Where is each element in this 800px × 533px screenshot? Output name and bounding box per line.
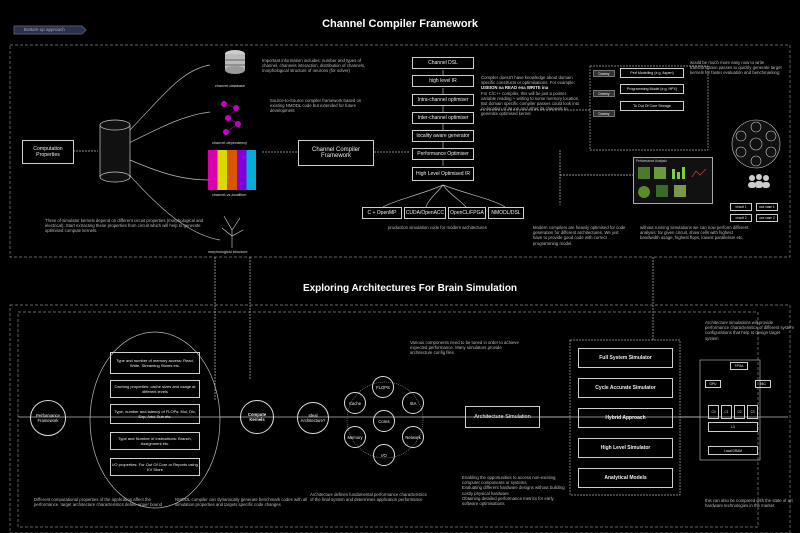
chip-fpga: FPGA bbox=[730, 362, 748, 370]
simulator-hybrid: Hybrid Approach bbox=[578, 408, 673, 428]
performance-dashboard: Performance Analysis bbox=[633, 157, 713, 204]
enabling-note-3: Obtaining detailed performance metrics f… bbox=[462, 495, 554, 507]
simulator-analytical: Analytical Models bbox=[578, 468, 673, 488]
component-memory: Memory bbox=[344, 426, 366, 448]
source-to-source-note: Source-to-Source compiler framework base… bbox=[270, 98, 362, 114]
simulator-cycle-accurate: Cycle Accurate Simulator bbox=[578, 378, 673, 398]
important-info-note: Important information includes: number a… bbox=[262, 58, 366, 74]
component-isa: ISA bbox=[402, 392, 424, 414]
channel-dependency-image bbox=[218, 98, 246, 138]
compiler-note-1: Compiler doesn't have knowledge about do… bbox=[481, 75, 575, 86]
perf-modelling-box: Perf Modelling (e.g. Aspen) bbox=[620, 68, 684, 78]
enabling-note-2: Evaluating different hardware designs wi… bbox=[462, 485, 565, 496]
simulation-analysis-note: without running simulations we can now p… bbox=[640, 225, 749, 241]
computation-properties-box: Computation Properties bbox=[22, 140, 74, 164]
out-of-core-box: To Out Of Core Storage bbox=[620, 101, 684, 111]
compiler-knowledge-note: Compiler doesn't have knowledge about do… bbox=[481, 75, 581, 117]
pipeline-step: Inter-channel optimiser bbox=[412, 112, 474, 124]
property-caching: Caching properties: cache sizes and usag… bbox=[110, 380, 200, 398]
simulator-high-level: High Level Simulator bbox=[578, 438, 673, 458]
architecture-defines-note: Architecture defines fundamental perform… bbox=[310, 492, 427, 503]
pipeline-step: Channel DSL bbox=[412, 57, 474, 69]
programming-model-box: Programming Model (e.g. HPX) bbox=[620, 84, 684, 94]
pipeline-step: High Level Optimised IR bbox=[412, 167, 474, 181]
future-transformation-note: would be much more easy now to write tra… bbox=[690, 60, 782, 76]
component-network: Network bbox=[402, 426, 424, 448]
top-approach-tag: Bottom-up approach bbox=[24, 27, 65, 32]
dummy-box-3: Dummy bbox=[593, 110, 615, 117]
pipeline-step: high level IR bbox=[412, 75, 474, 87]
property-io: I/O properties: For Out Of Core or Repor… bbox=[110, 458, 200, 476]
nmodl-benchmark-note: NMODL compiler can dynamically generate … bbox=[175, 497, 308, 508]
component-cache: Cache bbox=[344, 392, 366, 414]
architecture-simulations-note: Architecture simulations will provide pe… bbox=[705, 320, 794, 341]
chip-core-1: C1 bbox=[721, 405, 732, 419]
metrics-cluster-icon bbox=[730, 118, 782, 170]
chip-nic: NIC bbox=[755, 380, 771, 388]
channel-vs-localition-label: channel-vs-localition bbox=[212, 193, 247, 197]
property-flops: Type, number and latency of FLOPs: Mul, … bbox=[110, 404, 200, 424]
target-cuda: CUDA/OpenACC bbox=[404, 207, 446, 219]
channel-database-label: channel database bbox=[215, 84, 245, 88]
chip-l3-cache: L3 bbox=[708, 422, 758, 432]
channel-dependency-label: channel dependency bbox=[212, 141, 248, 145]
channel-heatmap-image bbox=[208, 150, 256, 190]
morphological-structure-label: morphological structure bbox=[208, 250, 248, 254]
target-nmodl: NMODL/DSL bbox=[488, 207, 524, 219]
pipeline-step: Performance Optimiser bbox=[412, 148, 474, 160]
ideal-architecture-node: Ideal Architecture? bbox=[297, 402, 329, 434]
channel-compiler-box: Channel Compiler Framework bbox=[298, 140, 374, 166]
chip-local-dram: Local DRAM bbox=[708, 446, 758, 455]
simulator-full-system: Full System Simulator bbox=[578, 348, 673, 368]
modern-compilers-note: Modern compilers are heavily optimised f… bbox=[533, 225, 626, 246]
compiler-note-useion: USEION na READ ena WRITE ina bbox=[481, 85, 549, 91]
section2-title: Exploring Architectures For Brain Simula… bbox=[302, 283, 518, 294]
compiler-note-2: For C/C++ compiler, this will be just a … bbox=[481, 90, 580, 117]
circuit-2-box: circuit 2 bbox=[730, 214, 752, 222]
use-case-1-box: use case 1 bbox=[756, 203, 778, 211]
circuit-1-box: circuit 1 bbox=[730, 203, 752, 211]
component-cores: Cores bbox=[373, 410, 395, 432]
architecture-simulation-box: Architecture Simulation bbox=[465, 406, 540, 428]
pipeline-step: Intra-channel optimiser bbox=[412, 94, 474, 106]
use-case-2-box: use case 2 bbox=[756, 214, 778, 222]
morphology-image bbox=[218, 212, 246, 248]
dashboard-title: Performance Analysis bbox=[636, 159, 667, 163]
component-io: I/O bbox=[373, 444, 395, 466]
target-openmp: C + OpenMP bbox=[362, 207, 402, 219]
channel-database-image bbox=[220, 48, 250, 80]
target-opencl: OpenCL/FPGA bbox=[448, 207, 486, 219]
enabling-notes: Enabling the opportunities to access non… bbox=[462, 475, 567, 506]
dummy-box-1: Dummy bbox=[593, 70, 615, 77]
compare-market-note: this can also be compared with the state… bbox=[705, 498, 793, 509]
compute-kernels-node: Compute Kernels bbox=[240, 400, 274, 434]
component-flops: FLOPS bbox=[372, 376, 394, 398]
section1-title: Channel Compiler Framework bbox=[322, 18, 478, 30]
chip-core-3: C3 bbox=[747, 405, 758, 419]
production-note: production simulation code for modern ar… bbox=[388, 225, 487, 230]
performance-framework-node: Performance Framework bbox=[30, 400, 66, 436]
property-memory-access: Type and number of memory access: Read, … bbox=[110, 352, 200, 374]
components-tuning-note: Various components need to be tuned in o… bbox=[410, 340, 519, 356]
dummy-box-2: Dummy bbox=[593, 90, 615, 97]
users-icon bbox=[744, 174, 774, 188]
chip-gpu: GPU bbox=[705, 380, 721, 388]
simulator-kernels-note: Three of simulator kernels depend on dif… bbox=[45, 218, 204, 234]
different-properties-note: Different computational properties of th… bbox=[34, 497, 163, 508]
enabling-note-1: Enabling the opportunities to access non… bbox=[462, 475, 556, 486]
property-instructions: Type and Number of Instructions: Branch,… bbox=[110, 432, 200, 450]
pipeline-step: locality aware generator bbox=[412, 130, 474, 142]
chip-core-0: C0 bbox=[708, 405, 719, 419]
chip-core-2: C2 bbox=[734, 405, 745, 419]
